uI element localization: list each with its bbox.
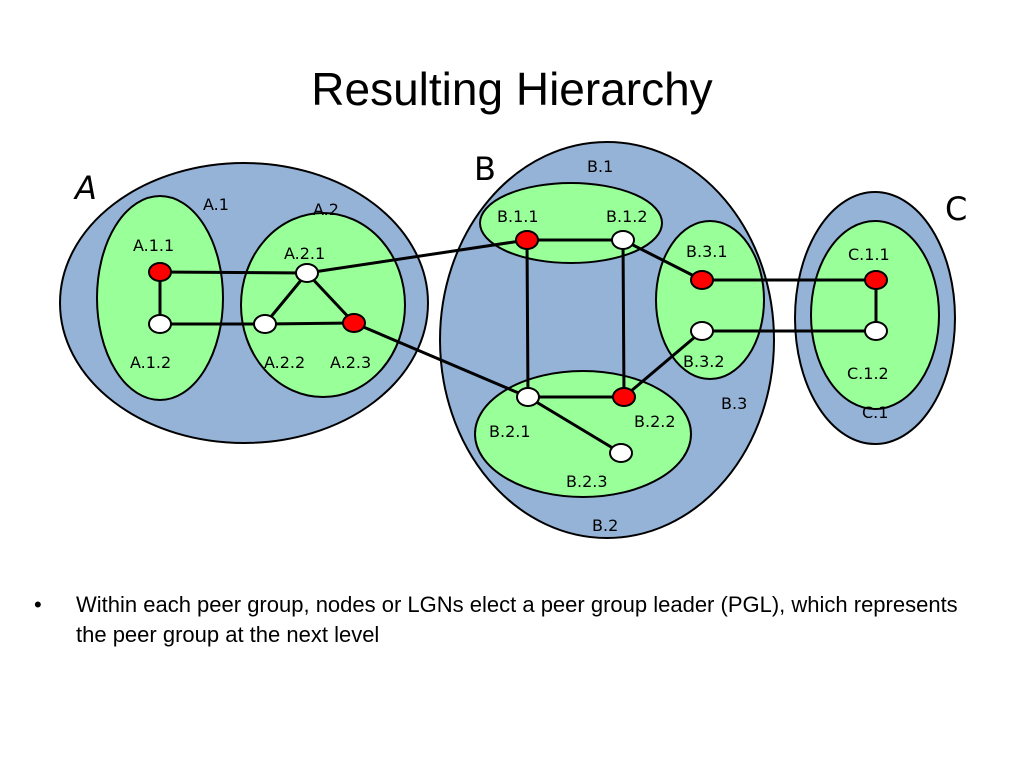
node-b32 bbox=[690, 321, 714, 341]
node-label-b11: B.1.1 bbox=[497, 207, 539, 226]
node-b31 bbox=[690, 270, 714, 290]
node-a23 bbox=[342, 313, 366, 333]
link-b12-b31 bbox=[622, 238, 703, 282]
node-b11 bbox=[515, 230, 539, 250]
group-label-a1: A.1 bbox=[203, 195, 229, 214]
link-a21-a22 bbox=[263, 272, 309, 325]
node-a21 bbox=[295, 263, 319, 283]
node-label-a22: A.2.2 bbox=[264, 353, 305, 372]
node-label-a23: A.2.3 bbox=[330, 353, 371, 372]
bullet-text: Within each peer group, nodes or LGNs el… bbox=[76, 592, 958, 647]
node-label-b12: B.1.2 bbox=[606, 207, 648, 226]
node-b12 bbox=[611, 230, 635, 250]
group-label-b3: B.3 bbox=[721, 394, 747, 413]
node-label-c11: C.1.1 bbox=[848, 245, 890, 264]
node-label-b23: B.2.3 bbox=[566, 472, 608, 491]
link-a21-a23 bbox=[305, 271, 356, 325]
nodes bbox=[148, 230, 888, 463]
node-b22 bbox=[612, 387, 636, 407]
group-b3-ellipse bbox=[655, 220, 765, 380]
group-label-b1: B.1 bbox=[587, 157, 613, 176]
page-title: Resulting Hierarchy bbox=[311, 63, 713, 115]
node-label-a12: A.1.2 bbox=[130, 353, 171, 372]
link-b21-b23 bbox=[527, 395, 622, 455]
node-b21 bbox=[516, 387, 540, 407]
link-b22-b32 bbox=[623, 329, 703, 399]
link-a11-a21 bbox=[159, 270, 308, 275]
group-label-c1: C.1 bbox=[862, 403, 888, 422]
group-label-c: C bbox=[945, 190, 967, 228]
bullet-list: • Within each peer group, nodes or LGNs … bbox=[34, 590, 994, 650]
node-label-b32: B.3.2 bbox=[683, 352, 725, 371]
group-a2-ellipse bbox=[240, 212, 406, 398]
bullet-marker: • bbox=[34, 592, 42, 617]
links bbox=[158, 238, 878, 455]
group-label-a2: A.2 bbox=[313, 200, 339, 219]
node-b23 bbox=[609, 443, 633, 463]
node-label-b22: B.2.2 bbox=[634, 412, 676, 431]
group-label-b2: B.2 bbox=[592, 516, 618, 535]
node-a22 bbox=[253, 314, 277, 334]
link-b11-b21 bbox=[525, 239, 530, 398]
node-label-b21: B.2.1 bbox=[489, 422, 531, 441]
link-b12-b22 bbox=[621, 239, 626, 398]
link-a22-a23 bbox=[264, 321, 355, 326]
node-c11 bbox=[864, 270, 888, 290]
node-c12 bbox=[864, 321, 888, 341]
node-label-c12: C.1.2 bbox=[847, 364, 889, 383]
node-label-b31: B.3.1 bbox=[686, 242, 728, 261]
node-label-a21: A.2.1 bbox=[284, 244, 325, 263]
link-a23-b21 bbox=[353, 321, 529, 399]
node-label-a11: A.1.1 bbox=[133, 236, 174, 255]
group-label-b: B bbox=[474, 150, 496, 188]
link-a21-b11 bbox=[306, 238, 528, 275]
group-label-a: A bbox=[73, 169, 97, 207]
node-a12 bbox=[148, 314, 172, 334]
node-a11 bbox=[148, 262, 172, 282]
